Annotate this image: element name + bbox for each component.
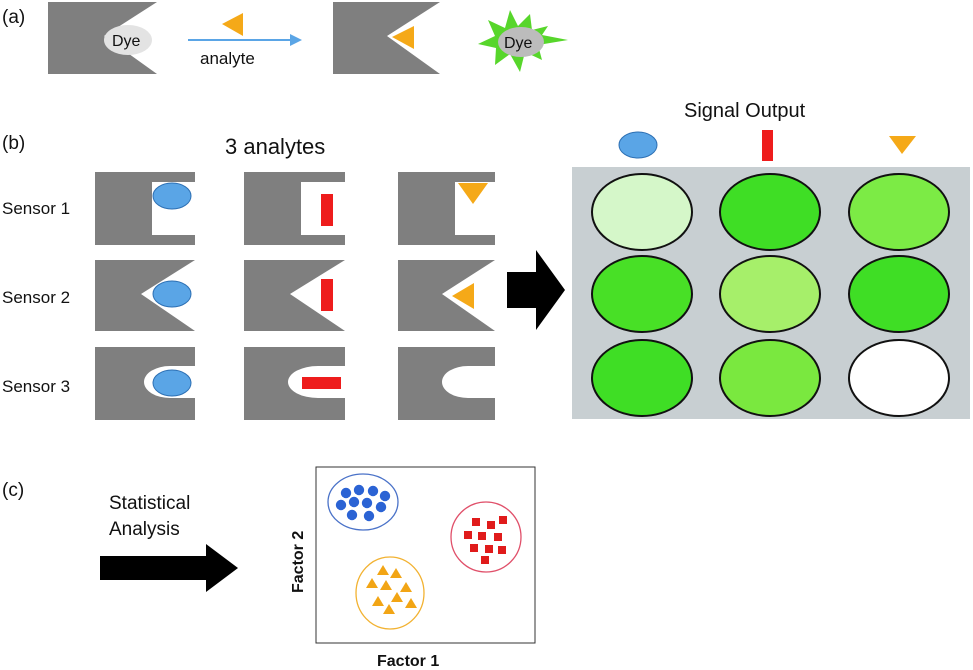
- sensor-3-row: [95, 347, 495, 420]
- signal-output-title: Signal Output: [684, 100, 806, 122]
- panel-b-label: (b): [2, 133, 25, 154]
- dye-blob: [104, 25, 152, 55]
- sensor-3-label: Sensor 3: [2, 377, 70, 396]
- sensor-2-host: [244, 260, 345, 331]
- blue-point: [375, 501, 387, 513]
- panel-c: (c) Statistical Analysis Factor 2 Factor…: [2, 466, 536, 670]
- panel-c-label: (c): [2, 480, 24, 501]
- score-plot-frame: [315, 466, 536, 644]
- sensor-1-host: [398, 172, 495, 245]
- blue-cluster-boundary: [327, 473, 399, 531]
- red-cluster-boundary: [450, 501, 522, 573]
- sensor-1-row: [95, 172, 495, 245]
- sensor-2-host: [398, 260, 495, 331]
- orange-cluster-boundary: [355, 556, 425, 630]
- red-point: [485, 545, 493, 553]
- red-point: [478, 532, 486, 540]
- sensor-host-with-dye: [48, 2, 157, 74]
- red-bar-analyte-icon: [321, 279, 333, 311]
- signal-output-grid: [591, 173, 950, 417]
- panel-a: (a) Dye analyte Dye: [2, 2, 568, 74]
- signal-well-r1-c1: [591, 173, 693, 251]
- blue-point: [379, 490, 391, 502]
- orange-triangle-analyte-icon: [452, 283, 474, 309]
- blue-cluster: [327, 473, 399, 531]
- signal-well-r2-c2: [719, 255, 821, 333]
- blue-point: [361, 497, 373, 509]
- orange-cluster: [355, 556, 425, 630]
- orange-point: [390, 568, 402, 578]
- reaction-arrow-head-icon: [290, 34, 302, 46]
- red-point: [470, 544, 478, 552]
- orange-point: [391, 592, 403, 602]
- signal-well-r1-c2: [719, 173, 821, 251]
- blue-point: [367, 485, 379, 497]
- orange-point: [400, 582, 412, 592]
- sensor-2-row: [95, 260, 495, 331]
- dye-label: Dye: [112, 33, 141, 50]
- signal-well-r2-c3: [848, 255, 950, 333]
- orange-point: [405, 598, 417, 608]
- sensor-1-label: Sensor 1: [2, 199, 70, 218]
- red-cluster: [450, 501, 522, 573]
- red-bar-analyte-icon: [321, 194, 333, 226]
- signal-header-red-bar-icon: [762, 130, 773, 161]
- output-arrow-icon: [507, 250, 565, 330]
- sensor-2-label: Sensor 2: [2, 288, 70, 307]
- red-point: [498, 546, 506, 554]
- blue-point: [346, 509, 358, 521]
- statistical-analysis-line-1: Statistical: [109, 493, 190, 514]
- sensor-host-with-analyte: [333, 2, 440, 74]
- blue-point: [348, 496, 360, 508]
- orange-point: [383, 604, 395, 614]
- analytes-title: 3 analytes: [225, 134, 325, 159]
- red-point: [499, 516, 507, 524]
- panel-b: (b) 3 analytes Sensor 1 Sensor 2 Sensor …: [2, 100, 970, 420]
- sensor-2-host: [95, 260, 195, 331]
- blue-oval-analyte-icon: [152, 369, 192, 397]
- bound-analyte-triangle-icon: [392, 26, 414, 49]
- red-point: [464, 531, 472, 539]
- red-point: [487, 521, 495, 529]
- score-plot-y-axis-label: Factor 2: [290, 531, 307, 593]
- signal-well-r1-c3: [848, 173, 950, 251]
- score-plot-x-axis-label: Factor 1: [377, 653, 439, 670]
- signal-well-r2-c1: [591, 255, 693, 333]
- sensor-3-host: [398, 347, 495, 420]
- analysis-arrow-icon: [100, 544, 238, 592]
- orange-triangle-analyte-icon: [458, 183, 488, 204]
- sensor-3-host: [244, 347, 345, 420]
- blue-oval-analyte-icon: [152, 280, 192, 308]
- orange-point: [366, 578, 378, 588]
- red-point: [494, 533, 502, 541]
- sensor-3-host: [95, 347, 195, 420]
- analyte-triangle-icon: [222, 13, 243, 36]
- blue-point: [335, 499, 347, 511]
- blue-oval-analyte-icon: [152, 182, 192, 210]
- released-dye-label: Dye: [504, 35, 533, 52]
- blue-point: [363, 510, 375, 522]
- red-point: [472, 518, 480, 526]
- red-bar-analyte-icon: [302, 377, 341, 389]
- orange-point: [377, 565, 389, 575]
- arrow-label: analyte: [200, 49, 255, 68]
- panel-a-label: (a): [2, 7, 25, 28]
- signal-well-r3-c3: [848, 339, 950, 417]
- signal-header-orange-triangle-icon: [889, 136, 916, 154]
- orange-point: [380, 580, 392, 590]
- sensor-1-host: [95, 172, 195, 245]
- released-dye-blob: [498, 27, 544, 57]
- signal-well-r3-c2: [719, 339, 821, 417]
- signal-header-blue-oval-icon: [618, 131, 658, 159]
- orange-point: [372, 596, 384, 606]
- signal-well-r3-c1: [591, 339, 693, 417]
- sensor-1-host: [244, 172, 345, 245]
- red-point: [481, 556, 489, 564]
- statistical-analysis-line-2: Analysis: [109, 519, 180, 540]
- blue-point: [340, 487, 352, 499]
- blue-point: [353, 484, 365, 496]
